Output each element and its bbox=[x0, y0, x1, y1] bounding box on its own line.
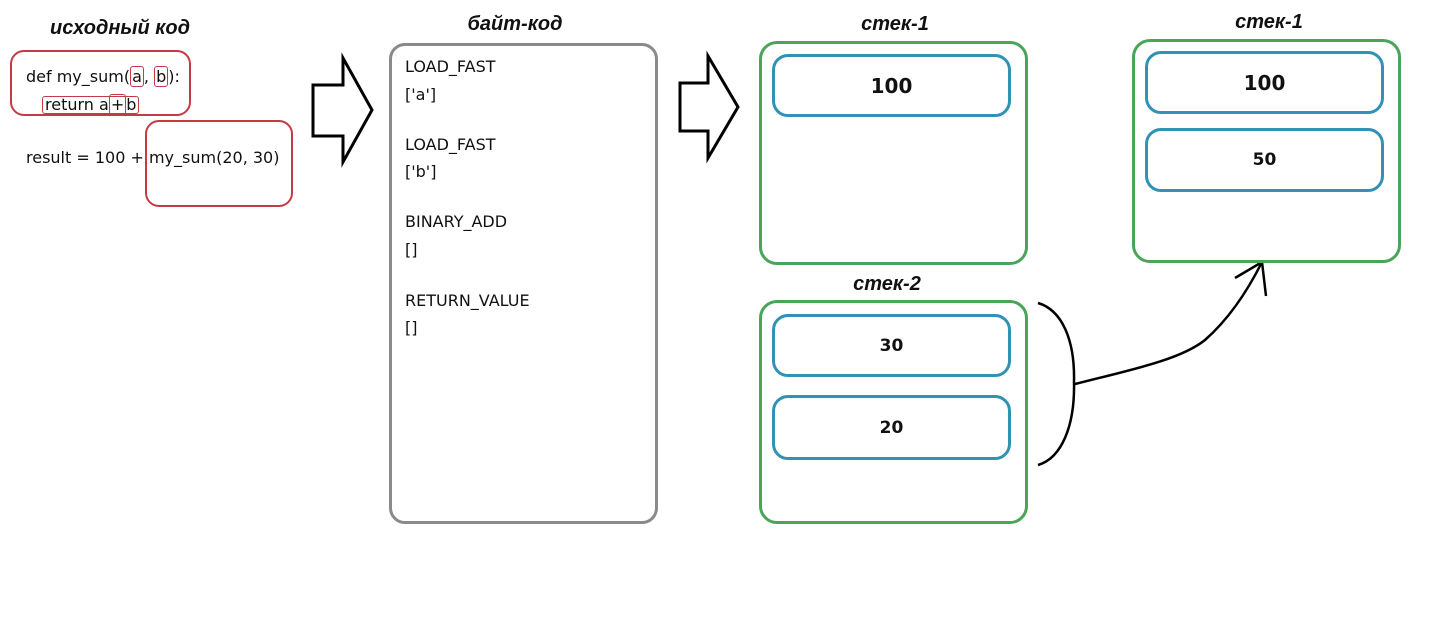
bytecode-arg-2: ['b'] bbox=[405, 162, 437, 181]
param-b-highlight: b bbox=[154, 66, 169, 87]
stack2-heading: стек-2 bbox=[853, 273, 921, 295]
block-arrow-right-icon bbox=[678, 50, 740, 164]
bytecode-arg-3: [] bbox=[405, 240, 418, 259]
source-heading: исходный код bbox=[50, 17, 190, 39]
plus-operator-highlight: + bbox=[108, 94, 127, 115]
stack1-result-heading: стек-1 bbox=[1235, 11, 1303, 33]
function-def-highlight bbox=[10, 50, 191, 116]
stack1-slot-1: 100 bbox=[772, 54, 1011, 117]
stack2-slot-1: 30 bbox=[772, 314, 1011, 377]
return-highlight: return a+b bbox=[42, 94, 140, 115]
stack1-result-slot-1: 100 bbox=[1145, 51, 1384, 114]
bytecode-box bbox=[389, 43, 658, 524]
code-line-return: return a+b bbox=[42, 94, 140, 115]
bytecode-op-1: LOAD_FAST bbox=[405, 57, 496, 76]
bytecode-op-3: BINARY_ADD bbox=[405, 212, 508, 231]
bytecode-arg-4: [] bbox=[405, 318, 418, 337]
block-arrow-right-icon bbox=[311, 52, 374, 168]
stack1-box bbox=[759, 41, 1028, 265]
param-a-highlight: a bbox=[130, 66, 144, 87]
bytecode-op-4: RETURN_VALUE bbox=[405, 291, 530, 310]
arrow-head-icon bbox=[1234, 259, 1268, 297]
curly-brace-icon bbox=[1037, 301, 1076, 467]
stack2-box bbox=[759, 300, 1028, 524]
stack2-slot-2: 20 bbox=[772, 395, 1011, 460]
curved-arrow-icon bbox=[1074, 261, 1264, 386]
stack1-heading: стек-1 bbox=[861, 13, 929, 35]
stack1-result-slot-2: 50 bbox=[1145, 128, 1384, 192]
bytecode-op-2: LOAD_FAST bbox=[405, 135, 496, 154]
code-line-result: result = 100 + my_sum(20, 30) bbox=[26, 148, 280, 167]
code-line-def: def my_sum(a, b): bbox=[26, 66, 180, 87]
bytecode-heading: байт-код bbox=[467, 13, 563, 35]
stack1-result-box bbox=[1132, 39, 1401, 263]
call-highlight bbox=[145, 120, 293, 207]
bytecode-arg-1: ['a'] bbox=[405, 85, 437, 104]
